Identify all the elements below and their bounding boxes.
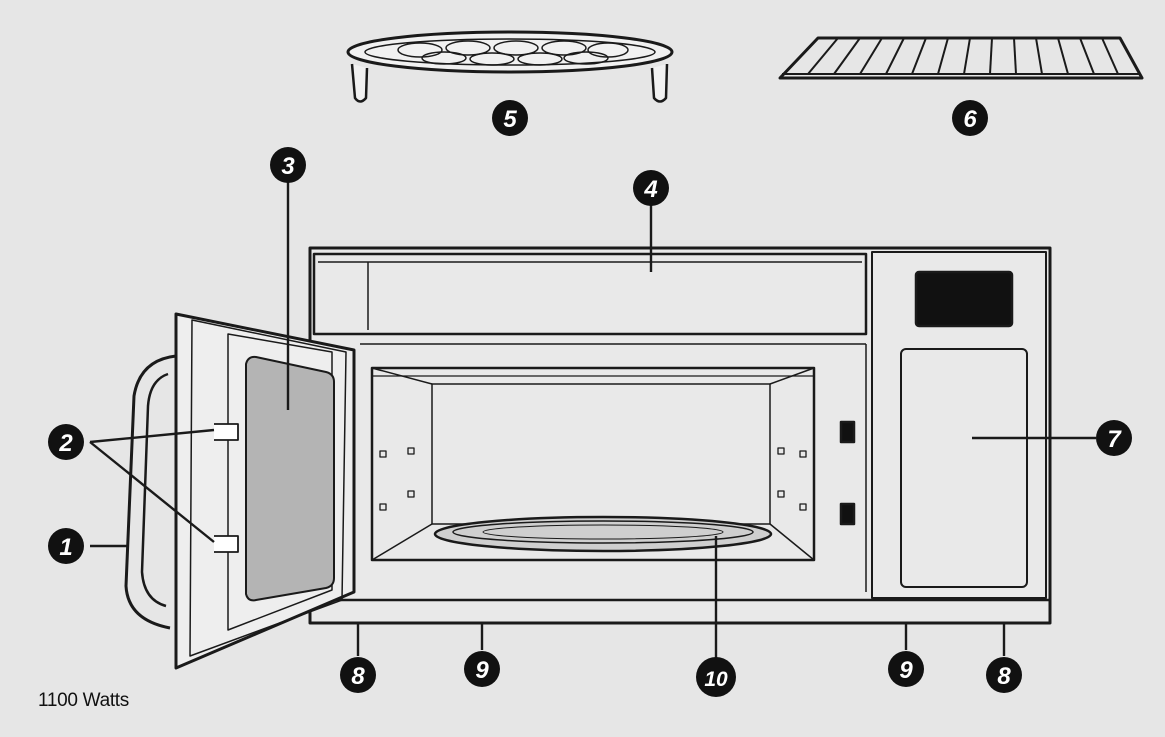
callout-1: 1 bbox=[48, 528, 84, 564]
callout-9-right-label: 9 bbox=[899, 657, 913, 684]
callout-5: 5 bbox=[492, 100, 528, 136]
callout-7: 7 bbox=[1096, 420, 1132, 456]
callout-8-left-label: 8 bbox=[351, 663, 365, 690]
callout-10-label: 10 bbox=[704, 668, 728, 691]
microwave-body bbox=[310, 248, 1050, 623]
callout-5-label: 5 bbox=[503, 106, 517, 133]
shelf-rack bbox=[780, 38, 1142, 78]
callout-2: 2 bbox=[48, 424, 84, 460]
callout-8-left: 8 bbox=[340, 657, 376, 693]
callout-8-right: 8 bbox=[986, 657, 1022, 693]
callout-2-label: 2 bbox=[58, 430, 73, 457]
callout-10: 10 bbox=[696, 657, 736, 697]
callout-1-label: 1 bbox=[59, 534, 72, 561]
callout-4-label: 4 bbox=[643, 176, 657, 203]
callout-7-label: 7 bbox=[1107, 426, 1122, 453]
callout-8-right-label: 8 bbox=[997, 663, 1011, 690]
wattage-label: 1100 Watts bbox=[38, 690, 129, 712]
callout-9-right: 9 bbox=[888, 651, 924, 687]
callout-9-left-label: 9 bbox=[475, 657, 489, 684]
callout-4: 4 bbox=[633, 170, 669, 206]
callout-3-label: 3 bbox=[281, 153, 295, 180]
callout-6-label: 6 bbox=[963, 106, 977, 133]
low-rack bbox=[348, 32, 672, 102]
callout-9-left: 9 bbox=[464, 651, 500, 687]
callout-6: 6 bbox=[952, 100, 988, 136]
callout-3: 3 bbox=[270, 147, 306, 183]
